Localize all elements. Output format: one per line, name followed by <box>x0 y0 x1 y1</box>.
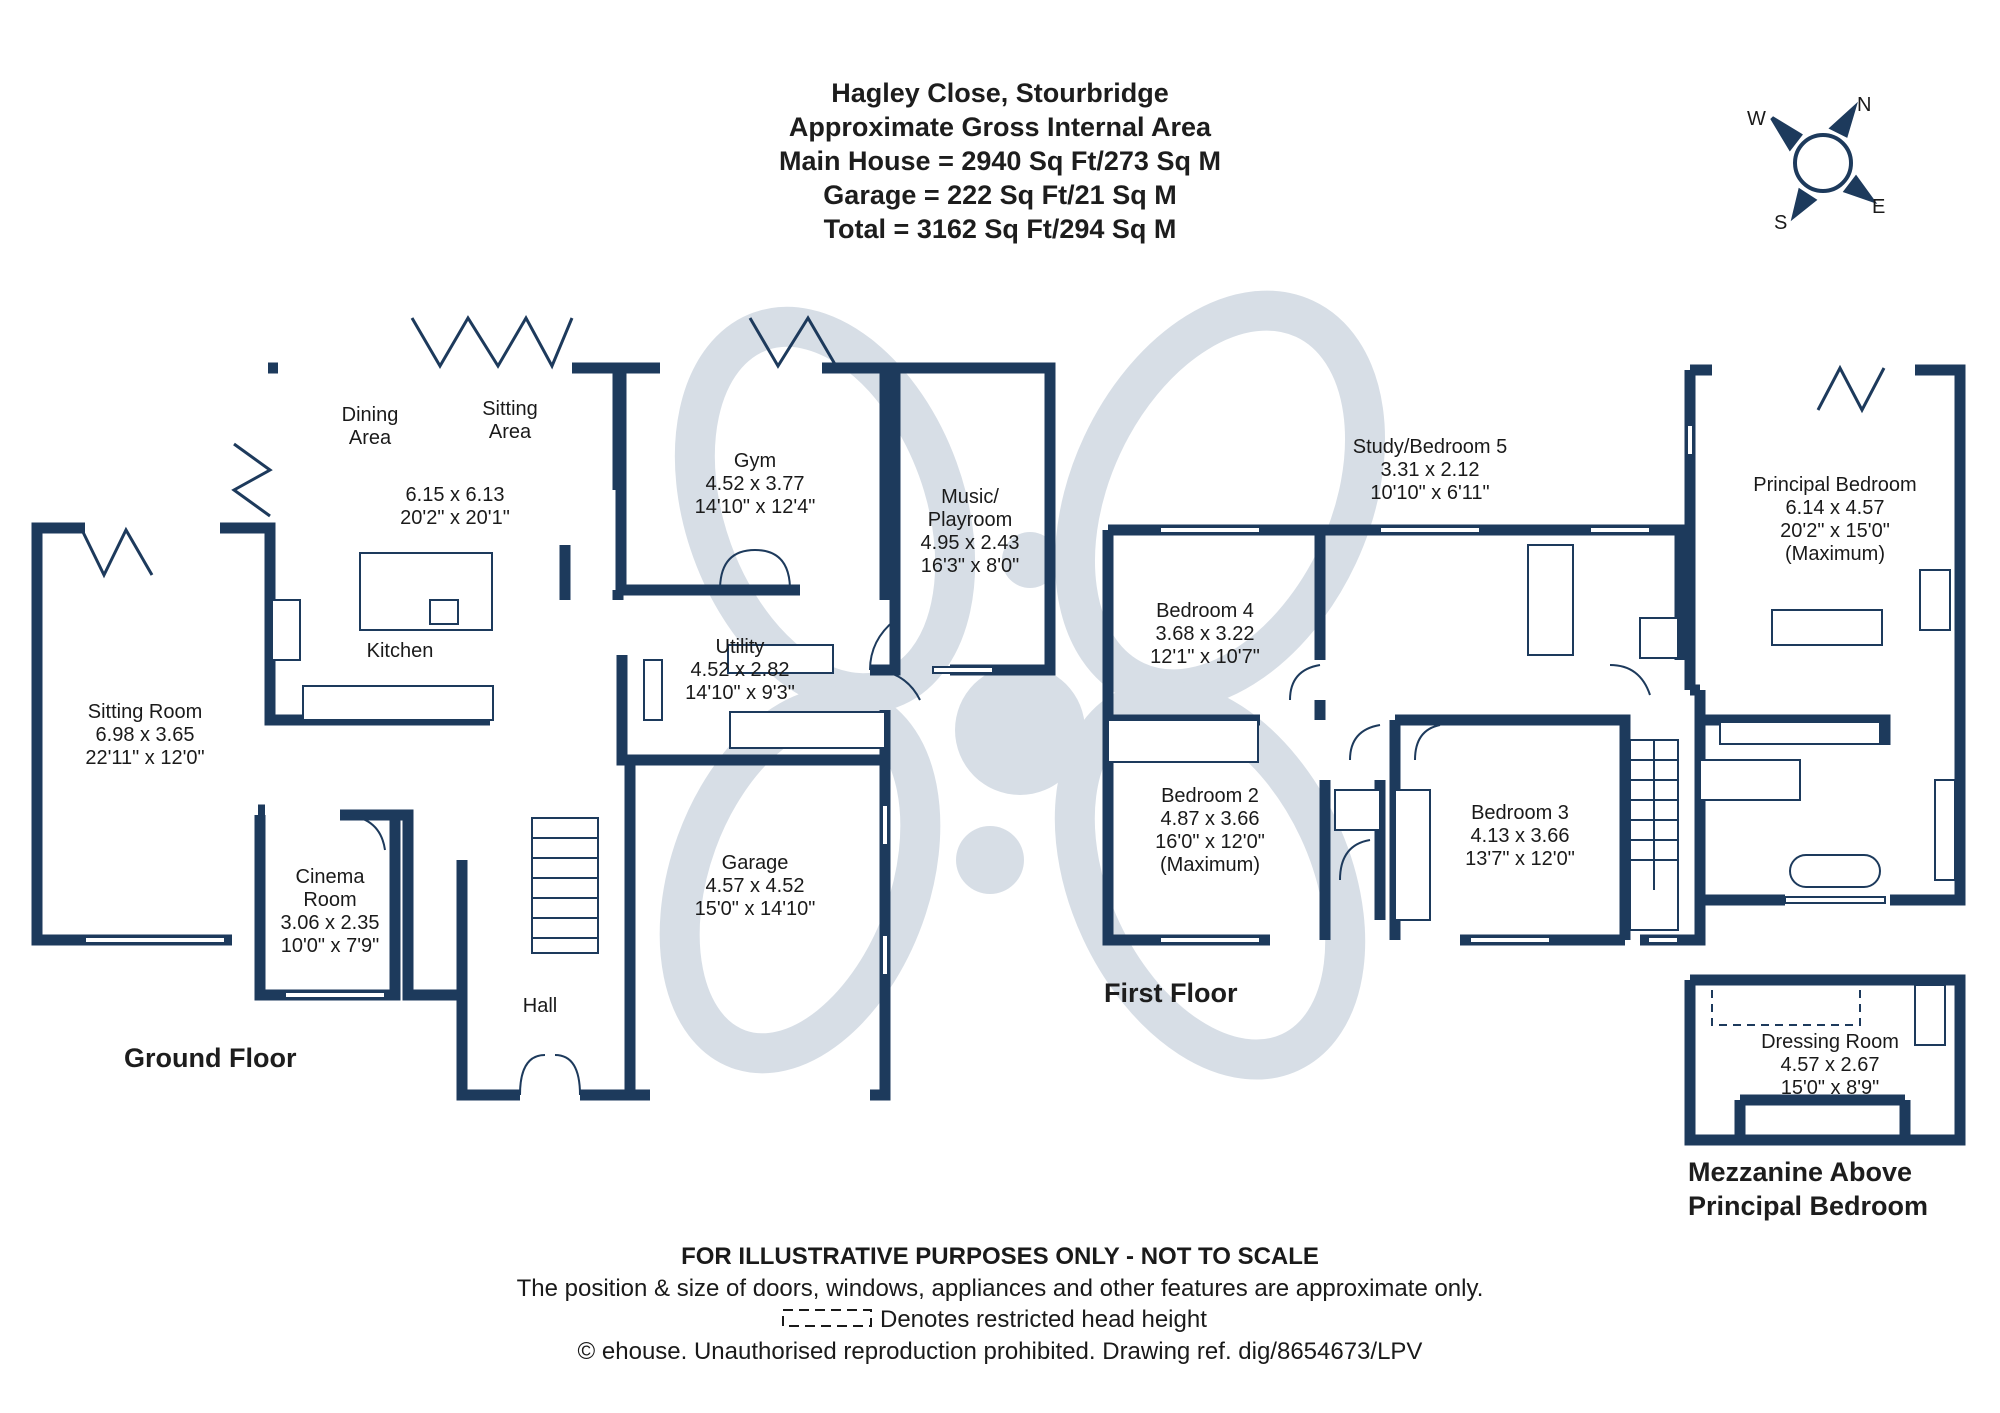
restricted-legend-symbol <box>782 1309 872 1327</box>
room-utility: Utility 4.52 x 2.82 14'10" x 9'3" <box>685 636 795 704</box>
compass-west: W <box>1747 108 1766 130</box>
compass-north: N <box>1857 94 1872 116</box>
area-total: Total = 3162 Sq Ft/294 Sq M <box>823 214 1177 244</box>
floor-label-mezzanine-line2: Principal Bedroom <box>1688 1191 1929 1221</box>
room-cinema: Cinema Room 3.06 x 2.35 10'0" x 7'9" <box>280 866 380 957</box>
area-main-house: Main House = 2940 Sq Ft/273 Sq M <box>779 146 1221 176</box>
restricted-head-height-line <box>1711 990 1861 1026</box>
footer-note: The position & size of doors, windows, a… <box>516 1275 1484 1302</box>
floor-label-ground: Ground Floor <box>124 1043 297 1073</box>
plan-subtitle: Approximate Gross Internal Area <box>788 112 1212 142</box>
compass-east: E <box>1872 196 1886 218</box>
room-open-plan-dimensions: 6.15 x 6.13 20'2" x 20'1" <box>400 484 510 529</box>
room-study-bedroom5: Study/Bedroom 5 3.31 x 2.12 10'10" x 6'1… <box>1352 436 1508 504</box>
room-gym: Gym 4.52 x 3.77 14'10" x 12'4" <box>694 450 816 518</box>
room-principal-bedroom: Principal Bedroom 6.14 x 4.57 20'2" x 15… <box>1753 474 1917 565</box>
room-dressing: Dressing Room 4.57 x 2.67 15'0" x 8'9" <box>1761 1031 1899 1099</box>
stairs <box>531 569 1951 1046</box>
room-bedroom2: Bedroom 2 4.87 x 3.66 16'0" x 12'0" (Max… <box>1155 785 1265 876</box>
room-sitting-area: Sitting Area <box>482 398 538 443</box>
footer-disclaimer: FOR ILLUSTRATIVE PURPOSES ONLY - NOT TO … <box>681 1243 1319 1270</box>
room-dining-area: Dining Area <box>341 404 399 449</box>
compass-rose <box>1770 101 1878 222</box>
kitchen-fittings <box>271 552 886 749</box>
watermark-logo <box>659 290 1386 1080</box>
room-garage: Garage 4.57 x 4.52 15'0" x 14'10" <box>694 852 816 920</box>
room-hall: Hall <box>522 995 558 1017</box>
room-music-playroom: Music/ Playroom 4.95 x 2.43 16'3" x 8'0" <box>920 486 1020 577</box>
room-bedroom3: Bedroom 3 4.13 x 3.66 13'7" x 12'0" <box>1465 802 1575 870</box>
floor-label-mezzanine-line1: Mezzanine Above <box>1688 1157 1913 1187</box>
floor-label-first: First Floor <box>1104 978 1238 1008</box>
room-kitchen: Kitchen <box>366 640 434 662</box>
door-swings <box>339 549 1651 1096</box>
footer-copyright: © ehouse. Unauthorised reproduction proh… <box>577 1338 1423 1365</box>
footer-restricted-note: Denotes restricted head height <box>880 1306 1207 1333</box>
windows <box>84 424 1886 999</box>
bifold-doors <box>80 314 1886 579</box>
bathroom-fittings <box>1107 544 1956 921</box>
room-bedroom4: Bedroom 4 3.68 x 3.22 12'1" x 10'7" <box>1150 600 1260 668</box>
area-garage: Garage = 222 Sq Ft/21 Sq M <box>823 180 1177 210</box>
compass-south: S <box>1774 212 1788 234</box>
room-sitting-room: Sitting Room 6.98 x 3.65 22'11" x 12'0" <box>85 701 205 769</box>
plan-title: Hagley Close, Stourbridge <box>831 78 1169 108</box>
